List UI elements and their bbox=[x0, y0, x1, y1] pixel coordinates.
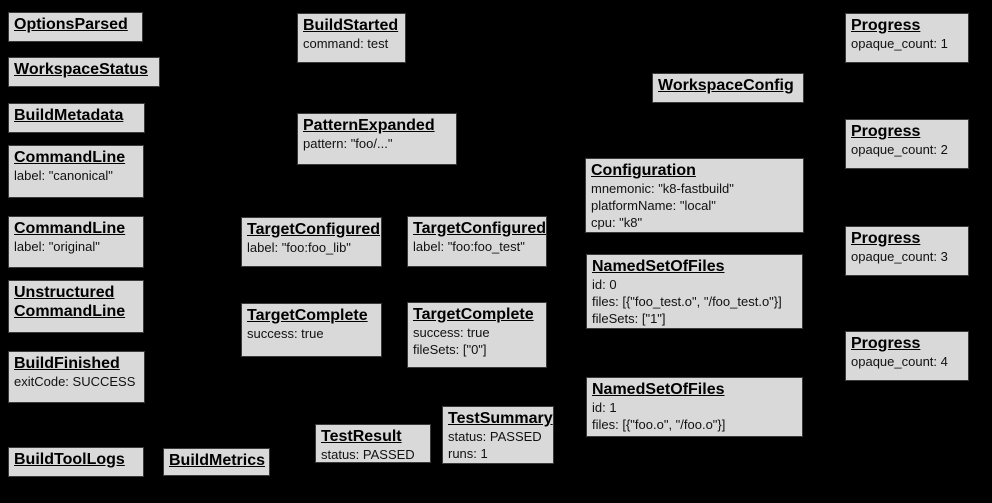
node-attribute: command: test bbox=[303, 36, 389, 51]
node-title: TargetComplete bbox=[247, 307, 368, 324]
node-attribute: mnemonic: "k8-fastbuild" bbox=[591, 181, 734, 196]
node-title: Configuration bbox=[591, 162, 696, 179]
node-title: BuildMetadata bbox=[14, 107, 124, 124]
node-named-set-of-files-0: NamedSetOfFiles id: 0 files: [{"foo_test.o… bbox=[586, 254, 803, 329]
node-attribute: files: [{"foo.o", "/foo.o"}] bbox=[592, 417, 726, 432]
node-attribute: cpu: "k8" bbox=[591, 215, 643, 230]
node-title: NamedSetOfFiles bbox=[592, 258, 725, 275]
node-title: TargetConfigured bbox=[413, 220, 547, 237]
node-attribute: opaque_count: 4 bbox=[851, 354, 948, 369]
node-command-line-original: CommandLine label: "original" bbox=[8, 216, 144, 268]
node-attribute: opaque_count: 3 bbox=[851, 249, 948, 264]
node-attribute: id: 0 bbox=[592, 277, 617, 292]
node-attribute: runs: 1 bbox=[448, 446, 488, 461]
node-progress-2: Progress opaque_count: 2 bbox=[845, 119, 969, 169]
node-attribute: label: "foo:foo_test" bbox=[413, 239, 525, 254]
node-progress-4: Progress opaque_count: 4 bbox=[845, 331, 969, 381]
node-title: Progress bbox=[851, 230, 921, 247]
node-target-complete-foo-lib: TargetComplete success: true bbox=[241, 303, 382, 357]
node-attribute: opaque_count: 1 bbox=[851, 36, 948, 51]
node-title: WorkspaceConfig bbox=[658, 77, 794, 94]
node-attribute: opaque_count: 2 bbox=[851, 142, 948, 157]
node-attribute: label: "canonical" bbox=[14, 168, 113, 183]
node-attribute: label: "original" bbox=[14, 239, 100, 254]
node-build-started: BuildStarted command: test bbox=[297, 13, 406, 63]
node-target-configured-foo-lib: TargetConfigured label: "foo:foo_lib" bbox=[241, 217, 382, 267]
node-title: WorkspaceStatus bbox=[14, 61, 148, 78]
node-title: BuildFinished bbox=[14, 355, 120, 372]
node-build-metrics: BuildMetrics bbox=[163, 448, 270, 476]
node-attribute: success: true bbox=[413, 325, 490, 340]
node-pattern-expanded: PatternExpanded pattern: "foo/..." bbox=[297, 113, 457, 165]
node-title: BuildStarted bbox=[303, 17, 399, 34]
node-target-configured-foo-test: TargetConfigured label: "foo:foo_test" bbox=[407, 216, 547, 267]
node-title: OptionsParsed bbox=[14, 16, 128, 33]
node-title: TargetConfigured bbox=[247, 221, 381, 238]
node-options-parsed: OptionsParsed bbox=[8, 12, 143, 42]
node-attribute: id: 1 bbox=[592, 400, 617, 415]
node-title: Progress bbox=[851, 123, 921, 140]
node-attribute: status: PASSED bbox=[321, 447, 415, 462]
node-title: Unstructured bbox=[14, 284, 115, 301]
node-title: Progress bbox=[851, 335, 921, 352]
node-title: TestResult bbox=[321, 428, 402, 445]
node-test-result: TestResult status: PASSED bbox=[315, 424, 431, 463]
node-workspace-status: WorkspaceStatus bbox=[8, 57, 160, 87]
node-attribute: files: [{"foo_test.o", "/foo_test.o"}] bbox=[592, 294, 782, 309]
node-title: TargetComplete bbox=[413, 306, 534, 323]
node-attribute: success: true bbox=[247, 326, 324, 341]
node-attribute: status: PASSED bbox=[448, 429, 542, 444]
node-title: CommandLine bbox=[14, 220, 126, 237]
node-attribute: fileSets: ["1"] bbox=[592, 311, 666, 326]
node-attribute: pattern: "foo/..." bbox=[303, 136, 393, 151]
node-target-complete-foo-test: TargetComplete success: true fileSets: ["0… bbox=[407, 302, 547, 368]
node-title: BuildMetrics bbox=[169, 452, 266, 469]
node-test-summary: TestSummary status: PASSED runs: 1 bbox=[442, 406, 554, 464]
node-title: CommandLine bbox=[14, 303, 126, 320]
node-title: PatternExpanded bbox=[303, 117, 435, 134]
node-workspace-config: WorkspaceConfig bbox=[652, 73, 804, 103]
node-command-line-canonical: CommandLine label: "canonical" bbox=[8, 145, 144, 198]
node-title: BuildToolLogs bbox=[14, 451, 125, 468]
node-configuration: Configuration mnemonic: "k8-fastbuild" pla… bbox=[585, 158, 804, 233]
node-title: TestSummary bbox=[448, 410, 553, 427]
node-attribute: fileSets: ["0"] bbox=[413, 342, 487, 357]
node-title: CommandLine bbox=[14, 149, 126, 166]
node-attribute: platformName: "local" bbox=[591, 198, 716, 213]
node-attribute: exitCode: SUCCESS bbox=[14, 374, 136, 389]
node-named-set-of-files-1: NamedSetOfFiles id: 1 files: [{"foo.o", "/… bbox=[586, 377, 803, 437]
node-build-metadata: BuildMetadata bbox=[8, 103, 145, 133]
node-attribute: label: "foo:foo_lib" bbox=[247, 240, 351, 255]
node-title: NamedSetOfFiles bbox=[592, 381, 725, 398]
node-progress-3: Progress opaque_count: 3 bbox=[845, 226, 969, 276]
node-build-tool-logs: BuildToolLogs bbox=[8, 447, 144, 477]
node-title: Progress bbox=[851, 17, 921, 34]
node-build-finished: BuildFinished exitCode: SUCCESS bbox=[8, 351, 145, 403]
node-progress-1: Progress opaque_count: 1 bbox=[845, 13, 969, 63]
